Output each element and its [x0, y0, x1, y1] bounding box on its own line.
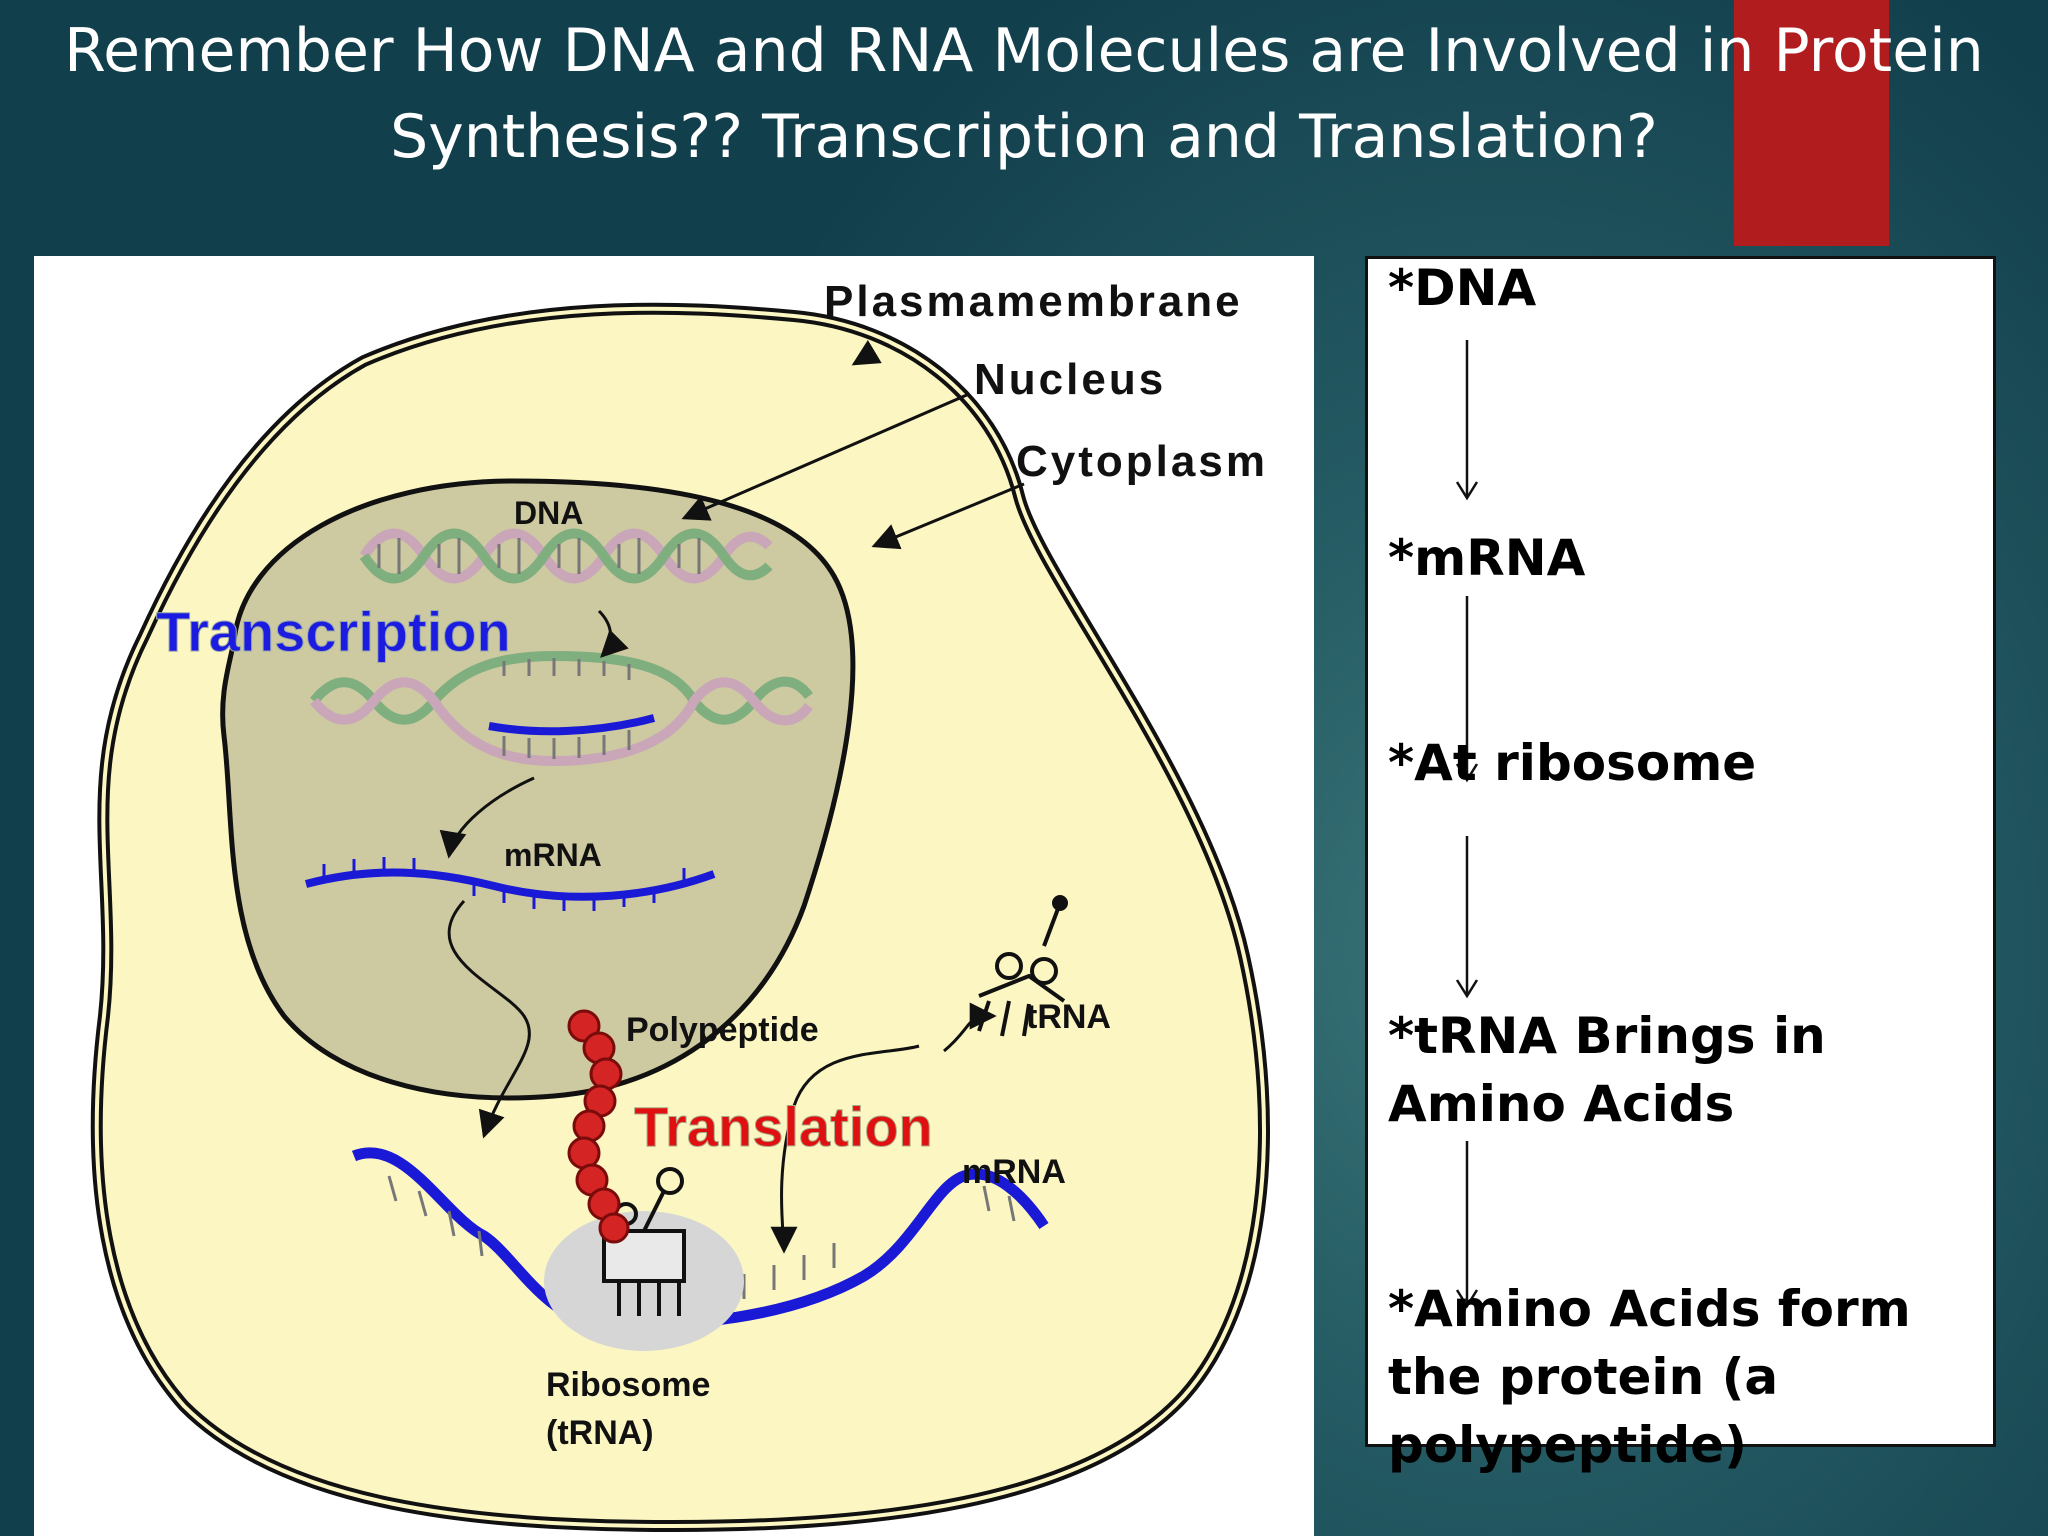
accent-tab — [1734, 0, 1889, 246]
label-mrna-ribosome: mRNA — [962, 1153, 1066, 1191]
label-nucleus: Nucleus — [974, 355, 1166, 404]
label-mrna-nucleus: mRNA — [504, 837, 602, 873]
slide-title-line-1: Remember How DNA and RNA Molecules are I… — [64, 16, 1984, 86]
dna-helix — [359, 528, 773, 584]
cell-membrane-inner-line — [94, 306, 1266, 1529]
cell-diagram: Plasmamembrane Nucleus Cytoplasm DNA Tra… — [34, 256, 1314, 1536]
label-trna: tRNA — [1026, 998, 1111, 1036]
flow-step-dna: *DNA — [1388, 259, 1537, 317]
nucleus — [220, 478, 856, 1101]
slide-title-line-2: Synthesis?? Transcription and Translatio… — [390, 102, 1658, 172]
flow-step-protein-line-1: *Amino Acids form — [1388, 1280, 1911, 1338]
label-transcription: Transcription — [156, 600, 511, 663]
flow-step-protein-line-3: polypeptide) — [1388, 1416, 1747, 1474]
label-plasmamembrane: Plasmamembrane — [824, 277, 1243, 326]
flow-step-ribosome: *At ribosome — [1388, 734, 1757, 792]
label-ribosome: Ribosome — [546, 1366, 710, 1404]
transcription-bubble — [310, 650, 813, 767]
label-dna: DNA — [514, 495, 583, 531]
label-ribosome-trna: (tRNA) — [546, 1414, 654, 1452]
mrna-strand-nucleus — [304, 857, 716, 911]
label-translation: Translation — [634, 1095, 933, 1158]
diagram-arrows — [439, 339, 1025, 1254]
label-cytoplasm: Cytoplasm — [1016, 437, 1268, 486]
flow-step-trna-line-1: *tRNA Brings in — [1388, 1007, 1826, 1065]
flow-step-mrna: *mRNA — [1388, 529, 1586, 587]
polypeptide-chain — [567, 1009, 630, 1244]
flow-step-trna-line-2: Amino Acids — [1388, 1075, 1735, 1133]
flow-arrows — [1455, 340, 1479, 1309]
flow-box — [1365, 256, 1996, 1447]
flow-step-protein-line-2: the protein (a — [1388, 1348, 1779, 1406]
label-polypeptide: Polypeptide — [626, 1011, 819, 1049]
slide-title: Remember How DNA and RNA Molecules are I… — [0, 8, 2048, 180]
cell-diagram-svg: Plasmamembrane Nucleus Cytoplasm DNA Tra… — [90, 277, 1270, 1533]
